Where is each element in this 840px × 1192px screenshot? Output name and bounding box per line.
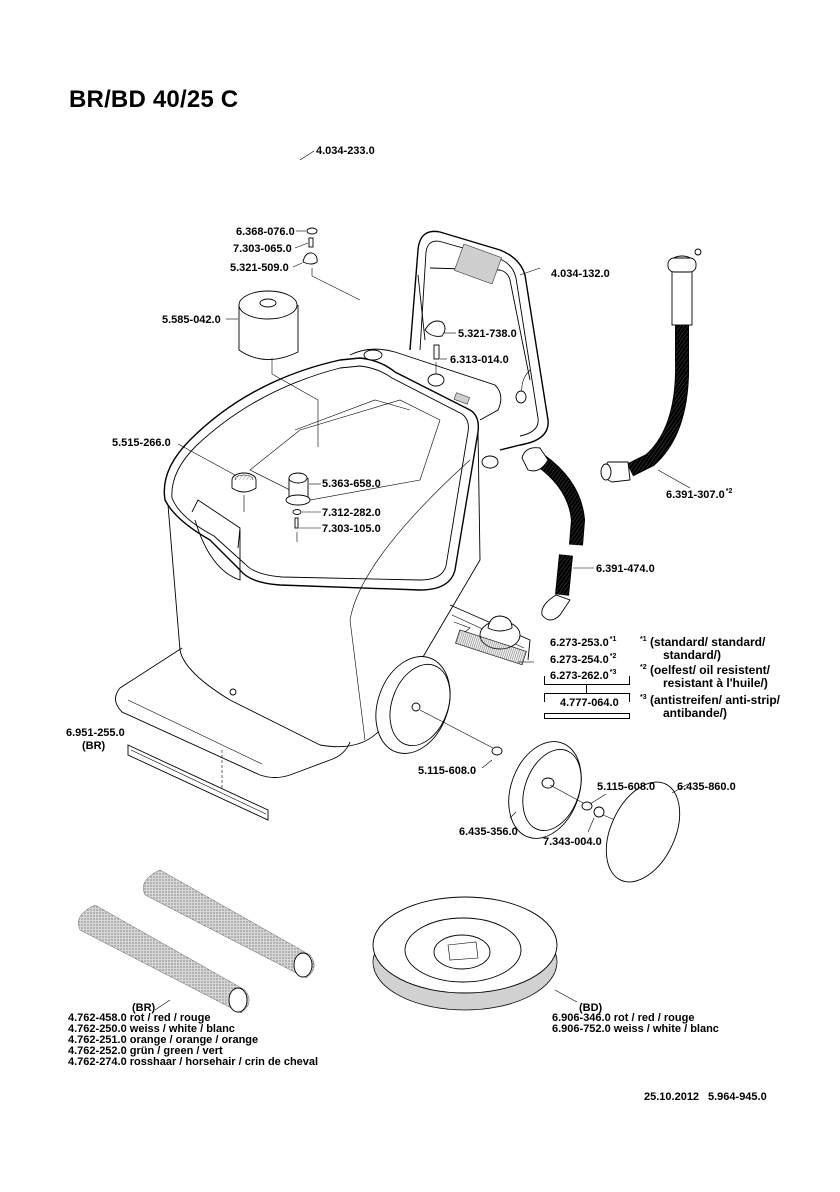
footnote-3-cont: antibande/) (663, 706, 728, 720)
disc-brush (372, 896, 578, 1011)
footnote-1-cont: standard/) (663, 648, 722, 662)
roller-brush-item: 4.762-251.0 orange / orange / orange (68, 1034, 259, 1046)
squeegee-assembly-bracket (544, 693, 630, 702)
roller-brush-item: 4.762-274.0 rosshaar / horsehair / crin … (68, 1056, 319, 1068)
label-washer: 7.312-282.0 (322, 507, 381, 519)
label-floor-strip: 6.951-255.0 (66, 727, 125, 739)
roller-brush-item: 4.762-252.0 grün / green / vert (68, 1045, 223, 1057)
label-squeegee-option-2: 6.273-254.0*2 (550, 653, 617, 666)
roller-brushes (78, 869, 315, 1014)
label-screw-top: 7.303-065.0 (233, 243, 292, 255)
label-lock-ring: 7.343-004.0 (543, 836, 602, 848)
wheel-parts (375, 656, 689, 883)
footnote-2: *2 (oelfest/ oil resistent/ (640, 663, 770, 677)
floor-strip-part (127, 744, 269, 821)
label-handle-bar: 4.034-233.0 (316, 145, 375, 157)
disc-brush-item: 6.906-752.0 weiss / white / blanc (552, 1023, 719, 1035)
label-squeegee-option-3: 6.273-262.0*3 (550, 669, 617, 682)
squeegee-bracket (544, 676, 630, 685)
squeegee-bracket-stem (586, 684, 587, 693)
label-nozzle: 5.363-658.0 (322, 478, 381, 490)
label-hub-cap: 6.435-860.0 (677, 781, 736, 793)
label-spacer: 6.313-014.0 (450, 354, 509, 366)
label-floor-strip-variant: (BR) (82, 740, 106, 752)
squeegee-part (449, 604, 534, 666)
footnote-2-cont: resistant à l'huile/) (663, 676, 768, 690)
disc-brush-item: 6.906-346.0 rot / red / rouge (552, 1012, 695, 1024)
squeegee-blade-icon (544, 713, 630, 719)
footnote-1: *1 (standard/ standard/ (640, 635, 766, 649)
label-suction-hose: 6.391-474.0 (596, 563, 655, 575)
label-wheel: 6.435-356.0 (459, 826, 518, 838)
label-knob-top: 5.321-509.0 (230, 262, 289, 274)
lid-parts (177, 443, 321, 542)
label-roller-brush-variant: (BR) (132, 1002, 156, 1014)
filter-part (226, 290, 319, 447)
diagram-title: BR/BD 40/25 C (69, 86, 239, 113)
roller-brush-item: 4.762-250.0 weiss / white / blanc (68, 1023, 235, 1035)
label-cap: 6.368-076.0 (236, 226, 295, 238)
suction-hose-part (521, 447, 594, 621)
machine-body (115, 348, 502, 778)
label-knob-handle: 5.321-738.0 (458, 328, 517, 340)
label-washer-wheel-left: 5.115-608.0 (418, 765, 477, 777)
cap-parts (292, 227, 361, 301)
label-push-handle: 4.034-132.0 (551, 268, 610, 280)
footnote-3: *3 (antistreifen/ anti-strip/ (640, 693, 780, 707)
label-disc-brush-variant: (BD) (579, 1002, 603, 1014)
roller-brush-list: 4.762-458.0 rot / red / rouge 4.762-250.… (68, 1013, 318, 1068)
label-drain-hose: 6.391-307.0*2 (666, 488, 733, 501)
push-handle-part (409, 230, 549, 451)
drain-hose-part (600, 248, 702, 489)
label-lid-cap: 5.515-266.0 (112, 437, 171, 449)
roller-brush-item: 4.762-458.0 rot / red / rouge (68, 1012, 211, 1024)
label-screw-lid: 7.303-105.0 (322, 523, 381, 535)
label-squeegee-assembly: 4.777-064.0 (560, 697, 619, 709)
label-washer-wheel-right: 5.115-608.0 (597, 781, 656, 793)
label-squeegee-option-1: 6.273-253.0*1 (550, 636, 617, 649)
label-filter: 5.585-042.0 (162, 314, 221, 326)
disc-brush-list: 6.906-346.0 rot / red / rouge 6.906-752.… (552, 1013, 719, 1035)
footer-doc-number: 5.964-945.0 (708, 1091, 767, 1103)
footer-date: 25.10.2012 (644, 1091, 700, 1103)
handle-bar-part (227, 141, 367, 301)
